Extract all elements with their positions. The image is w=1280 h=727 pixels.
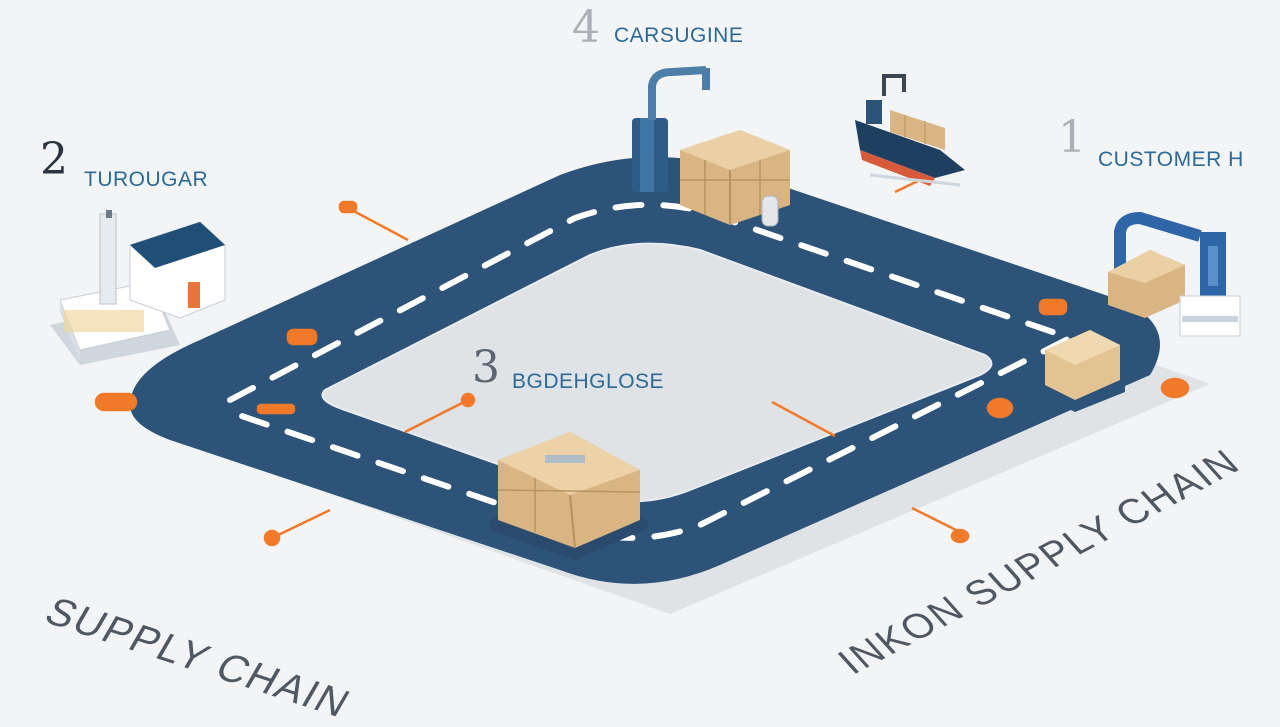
factory-icon [50,210,226,365]
stage-3-number: 3 [472,342,500,393]
stage-3-label: BGDEHGLOSE [512,370,665,393]
stage-1-number: 1 [1058,112,1086,163]
customer-depot-icon [1108,211,1241,337]
stage-1-label: CUSTOMER H [1098,148,1244,171]
crane-icon [632,66,710,192]
pallet-stack-bottom [490,432,648,560]
stage-2-label: TUROUGAR [84,168,209,191]
stage-4-number: 4 [572,2,600,53]
box-stack-top [680,130,790,227]
stage-4-label: CARSUGINE [614,24,744,47]
connector-markers [94,178,1190,547]
stage-2-number: 2 [40,134,68,185]
cargo-ship-icon [855,74,965,187]
pallet-box-right [1040,330,1125,412]
